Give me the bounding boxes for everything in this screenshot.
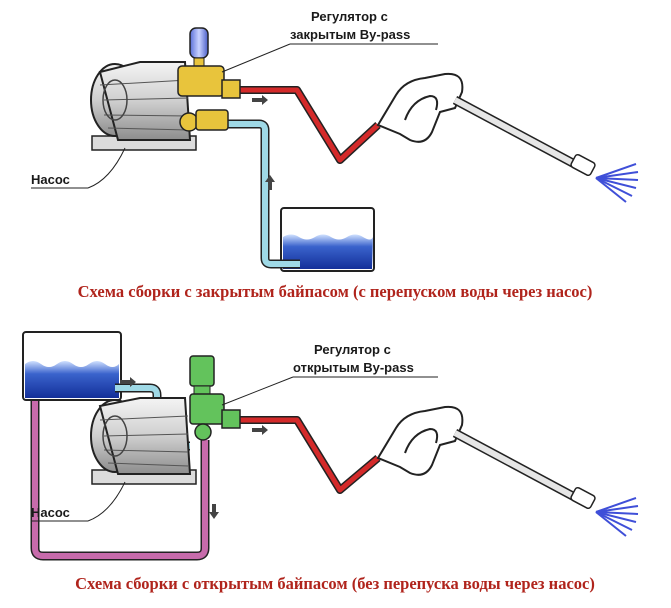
regulator-label-line2: открытым By-pass [293, 360, 414, 375]
pump-label: Насос [31, 505, 70, 520]
top-caption: Схема сборки с закрытым байпасом (с пере… [78, 282, 593, 301]
flow-arrow-icon [120, 377, 136, 387]
pump-icon [90, 61, 197, 151]
water-tank [22, 331, 122, 401]
regulator-label-line1: Регулятор с [311, 9, 388, 24]
regulator-label-line2: закрытым By-pass [290, 27, 410, 42]
open-bypass-regulator [189, 355, 241, 441]
spray-gun-icon [376, 72, 639, 203]
flow-arrow-icon [265, 175, 275, 190]
spray-gun-icon [376, 405, 639, 537]
closed-bypass-regulator [177, 27, 241, 132]
flow-arrow-icon [252, 95, 268, 105]
flow-arrow-icon [209, 504, 219, 519]
pump-label: Насос [31, 172, 70, 187]
top-diagram: Регулятор с закрытым By-pass Насос Схема… [31, 9, 639, 301]
bottom-diagram: Регулятор с открытым By-pass Насос Схема… [22, 331, 639, 593]
bottom-caption: Схема сборки с открытым байпасом (без пе… [75, 574, 595, 593]
flow-arrow-icon [252, 425, 268, 435]
water-tank [280, 207, 375, 272]
regulator-label-line1: Регулятор с [314, 342, 391, 357]
pump-icon [90, 397, 197, 485]
